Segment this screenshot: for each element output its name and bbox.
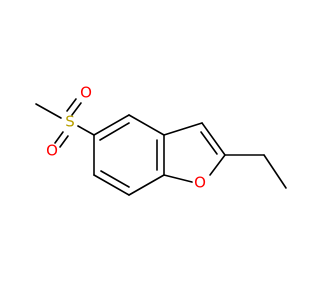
bond-ethyl-ch2-ch3 [263, 154, 287, 189]
bond-sulfur-oxygen-top-a [66, 98, 77, 112]
bond-c4-c3a [128, 114, 165, 136]
bond-sulfur-ring [77, 125, 95, 136]
bond-methyl-sulfur [35, 103, 62, 119]
bond-c5-c4 [93, 114, 130, 136]
bond-c7-c6 [93, 174, 130, 196]
bond-c2-oxygen [209, 154, 226, 176]
bond-c7-c6-inner [100, 170, 130, 188]
bond-sulfur-oxygen-bottom-a [54, 131, 64, 144]
bond-c3-c2 [201, 122, 226, 156]
bond-c3-c2-inner [200, 131, 218, 155]
bond-c3a-c3 [163, 122, 203, 136]
molecule-drawing: S O O O [35, 84, 287, 196]
atom-label-oxygen-top: O [80, 84, 92, 102]
bond-oxygen-c7a [163, 174, 193, 183]
structure-canvas: S O O O [35, 83, 287, 196]
bond-c7a-c7 [128, 174, 165, 196]
atom-label-oxygen-bottom: O [46, 142, 58, 160]
bond-sulfur-oxygen-top-b [71, 102, 82, 116]
atom-label-layer: S O O O [46, 84, 206, 192]
bond-c5-c4-inner [99, 122, 130, 141]
atom-label-sulfur: S [65, 113, 75, 131]
atom-label-oxygen-ring: O [194, 174, 206, 192]
bond-sulfur-oxygen-bottom-b [59, 135, 69, 148]
bond-layer [35, 98, 287, 196]
